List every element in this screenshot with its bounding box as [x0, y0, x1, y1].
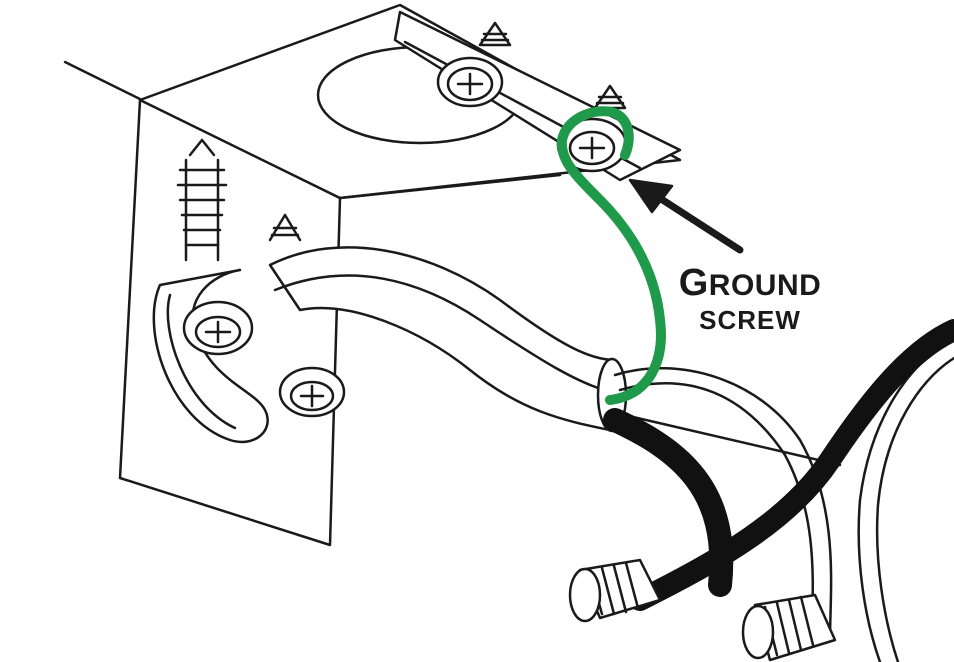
wire-nut-left: [568, 558, 662, 623]
bracket-screw-left: [436, 21, 512, 108]
label-rest: ROUND: [708, 269, 822, 302]
black-wires: [603, 319, 954, 611]
white-wires: [613, 338, 954, 662]
wire-nut-right: [741, 593, 837, 662]
long-screw: [176, 138, 228, 262]
small-screw-tip: [268, 213, 302, 242]
ground-wire: [556, 106, 666, 405]
cable-clamp: [152, 268, 346, 443]
label-line2: SCREW: [699, 304, 801, 335]
arrow-icon: [628, 178, 744, 254]
label-initial: G: [678, 262, 709, 304]
ground-screw-label: GROUND SCREW: [660, 262, 840, 336]
